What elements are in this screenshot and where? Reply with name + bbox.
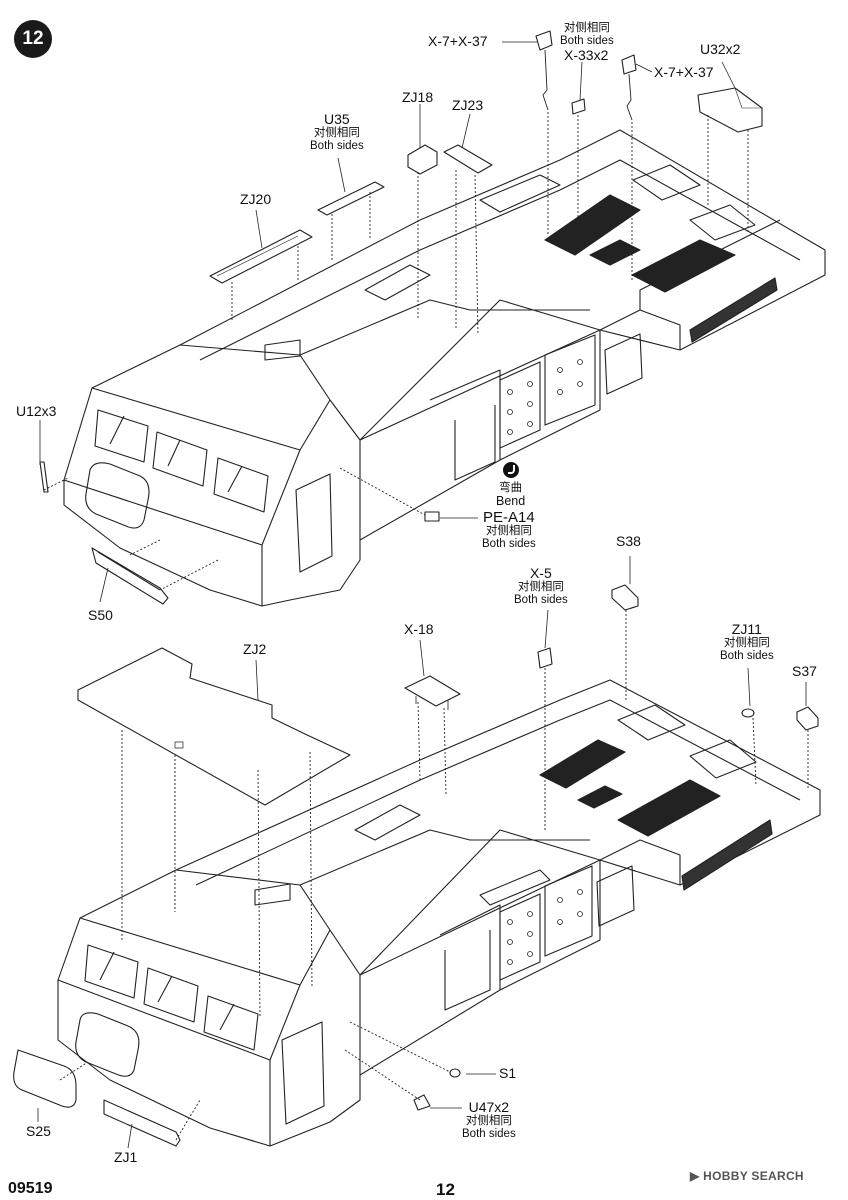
hobby-search-watermark: ▶ HOBBY SEARCH <box>690 1169 804 1183</box>
label-u35: U35 对侧相同 Both sides <box>310 111 364 153</box>
lower-hull-assembly <box>57 679 821 1147</box>
hobby-search-logo-icon: ▶ <box>690 1169 700 1183</box>
label-zj18: ZJ18 <box>402 89 434 105</box>
upper-guide-lines <box>43 112 749 591</box>
label-x5: X-5 对侧相同 Both sides <box>514 565 568 607</box>
product-code: 09519 <box>8 1180 53 1197</box>
label-x7-x37-right: X-7+X-37 <box>654 64 714 80</box>
label-s25: S25 <box>26 1123 51 1139</box>
label-s38: S38 <box>616 533 641 549</box>
label-zj11: ZJ11 对侧相同 Both sides <box>720 621 774 663</box>
label-u32: U32x2 <box>700 41 741 57</box>
label-x18: X-18 <box>404 621 434 637</box>
lower-leader-lines <box>37 556 807 1149</box>
lower-guide-lines <box>59 610 809 1141</box>
label-u47: U47x2 对侧相同 Both sides <box>462 1099 516 1141</box>
page-number: 12 <box>436 1180 455 1199</box>
label-x7-x37-left: X-7+X-37 <box>428 33 488 49</box>
upper-leader-lines <box>39 41 736 603</box>
bend-icon <box>503 462 519 478</box>
lower-loose-parts <box>13 584 819 1147</box>
label-x33: X-33x2 <box>564 47 609 63</box>
upper-hull-assembly <box>39 129 826 607</box>
label-zj23: ZJ23 <box>452 97 484 113</box>
label-s1: S1 <box>499 1065 517 1081</box>
label-zj2: ZJ2 <box>243 641 267 657</box>
label-u12: U12x3 <box>16 403 57 419</box>
label-s37: S37 <box>792 663 817 679</box>
label-bend: 弯曲 Bend <box>496 482 526 508</box>
label-zj1: ZJ1 <box>114 1149 138 1165</box>
step-number-badge: 12 <box>14 20 52 58</box>
label-s50: S50 <box>88 607 113 623</box>
label-zj20: ZJ20 <box>240 191 272 207</box>
label-both-sides-top: 对侧相同 Both sides <box>560 22 614 47</box>
label-pe-a14: PE-A14 对侧相同 Both sides <box>482 509 536 550</box>
